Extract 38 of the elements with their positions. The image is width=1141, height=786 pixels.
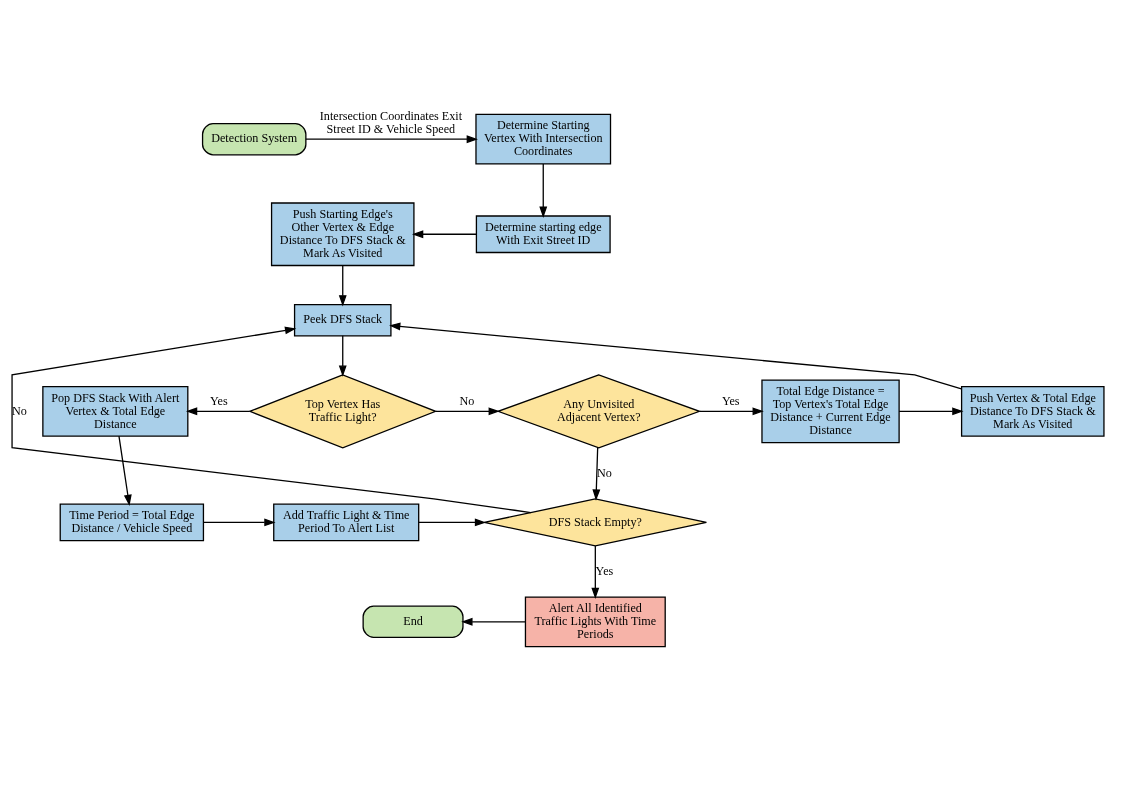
arrow <box>118 435 132 506</box>
node-box: Alert All Identified Traffic Lights With Time Periods <box>524 596 666 648</box>
arrow <box>461 617 526 626</box>
edge-label: Yes <box>595 563 614 578</box>
node-box: Time Period = Total Edge Distance / Vehicle Speed <box>59 503 205 542</box>
edge-label: No <box>597 465 612 480</box>
arrow <box>389 322 963 390</box>
node-box: End <box>362 605 464 639</box>
node-box: Detection System <box>201 122 307 156</box>
node-box: Determine Starting Vertex With Intersection Coordinates <box>475 113 612 165</box>
arrow <box>699 407 764 416</box>
edge-label: Intersection Coordinates Exit Street ID & Vehicle Speed <box>319 109 463 137</box>
arrow <box>338 264 347 307</box>
arrow <box>338 335 347 377</box>
node-diamond: Any Unvisited Adjacent Vertex? <box>496 374 702 449</box>
node-box: Push Vertex & Total Edge Distance To DFS Stack & Mark As Visited <box>960 385 1105 437</box>
node-box: Total Edge Distance = Top Vertex's Total Edge Distance + Current Edge Distance <box>761 379 900 444</box>
arrow <box>435 407 500 416</box>
arrow <box>418 518 487 527</box>
edge-label: Yes <box>210 394 228 409</box>
arrow <box>305 135 478 144</box>
node-diamond: DFS Stack Empty? <box>483 498 708 547</box>
arrow <box>202 518 276 527</box>
node-box: Pop DFS Stack With Alert Vertex & Total Edge Distance <box>42 385 189 437</box>
node-diamond: Top Vertex Has Traffic Light? <box>248 374 438 449</box>
arrow <box>539 163 548 218</box>
arrow <box>591 545 600 599</box>
node-box: Add Traffic Light & Time Period To Alert List <box>273 503 420 542</box>
node-box: Peek DFS Stack <box>293 303 392 337</box>
arrow <box>898 407 964 416</box>
arrow <box>412 230 477 239</box>
edge-label: No <box>459 394 475 409</box>
arrow <box>592 446 601 501</box>
node-box: Push Starting Edge's Other Vertex & Edge Distance To DFS Stack & Mark As Visited <box>270 202 415 267</box>
arrow <box>185 407 251 416</box>
arrow <box>11 326 532 514</box>
edge-label: Yes <box>721 394 740 409</box>
node-box: Determine starting edge With Exit Street ID <box>475 215 611 254</box>
